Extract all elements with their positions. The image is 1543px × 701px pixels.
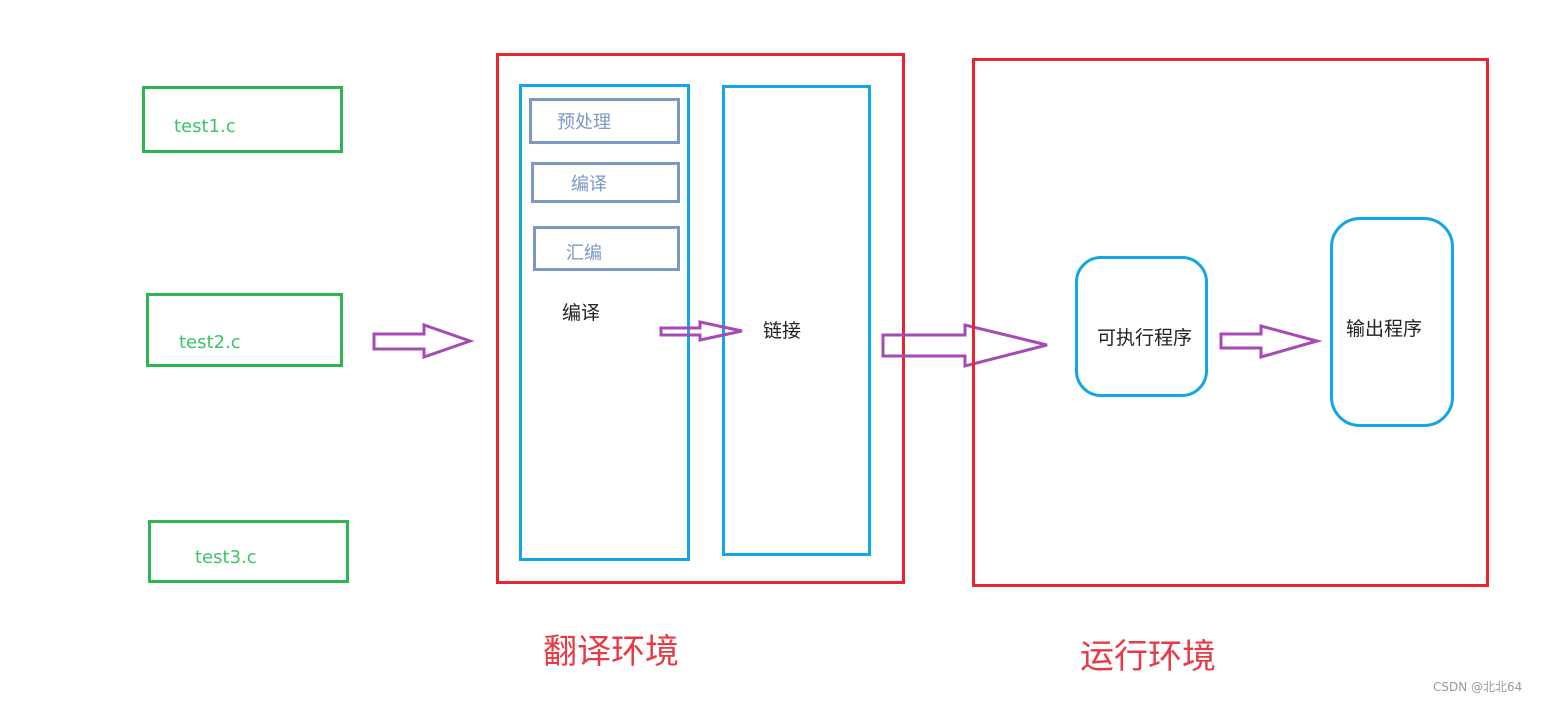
arrow-right-icon bbox=[659, 320, 743, 342]
source-file-box-test3 bbox=[148, 520, 349, 583]
translation-environment-title: 翻译环境 bbox=[543, 632, 679, 672]
step-label: 汇编 bbox=[566, 243, 602, 264]
watermark: CSDN @北北64 bbox=[1433, 680, 1523, 694]
executable-program-box bbox=[1075, 256, 1208, 397]
step-label: 预处理 bbox=[557, 112, 611, 133]
link-stage-box bbox=[722, 85, 871, 556]
executable-program-label: 可执行程序 bbox=[1097, 327, 1193, 349]
output-program-label: 输出程序 bbox=[1346, 318, 1423, 340]
source-file-box-test1 bbox=[142, 86, 343, 153]
step-label: 编译 bbox=[571, 174, 607, 195]
runtime-environment-box bbox=[972, 58, 1489, 587]
arrow-right-icon bbox=[881, 323, 1048, 368]
arrow-shape bbox=[1219, 324, 1323, 359]
source-file-box-test2 bbox=[146, 293, 343, 367]
translation-environment-box bbox=[496, 53, 905, 584]
arrow-right-icon bbox=[372, 322, 475, 360]
arrow-right-icon bbox=[1219, 324, 1323, 359]
step-box-assemble bbox=[533, 226, 680, 271]
arrow-shape bbox=[372, 322, 475, 360]
output-program-box bbox=[1330, 217, 1454, 427]
step-box-preprocess bbox=[529, 98, 680, 144]
source-file-label: test3.c bbox=[195, 547, 257, 568]
compile-stage-box bbox=[519, 84, 690, 561]
arrow-shape bbox=[881, 323, 1048, 368]
arrow-shape bbox=[659, 320, 743, 342]
compile-stage-label: 编译 bbox=[562, 302, 601, 324]
link-stage-label: 链接 bbox=[763, 320, 802, 342]
step-box-compile bbox=[531, 162, 680, 203]
source-file-label: test1.c bbox=[174, 116, 236, 137]
source-file-label: test2.c bbox=[179, 332, 241, 353]
runtime-environment-title: 运行环境 bbox=[1080, 637, 1216, 677]
